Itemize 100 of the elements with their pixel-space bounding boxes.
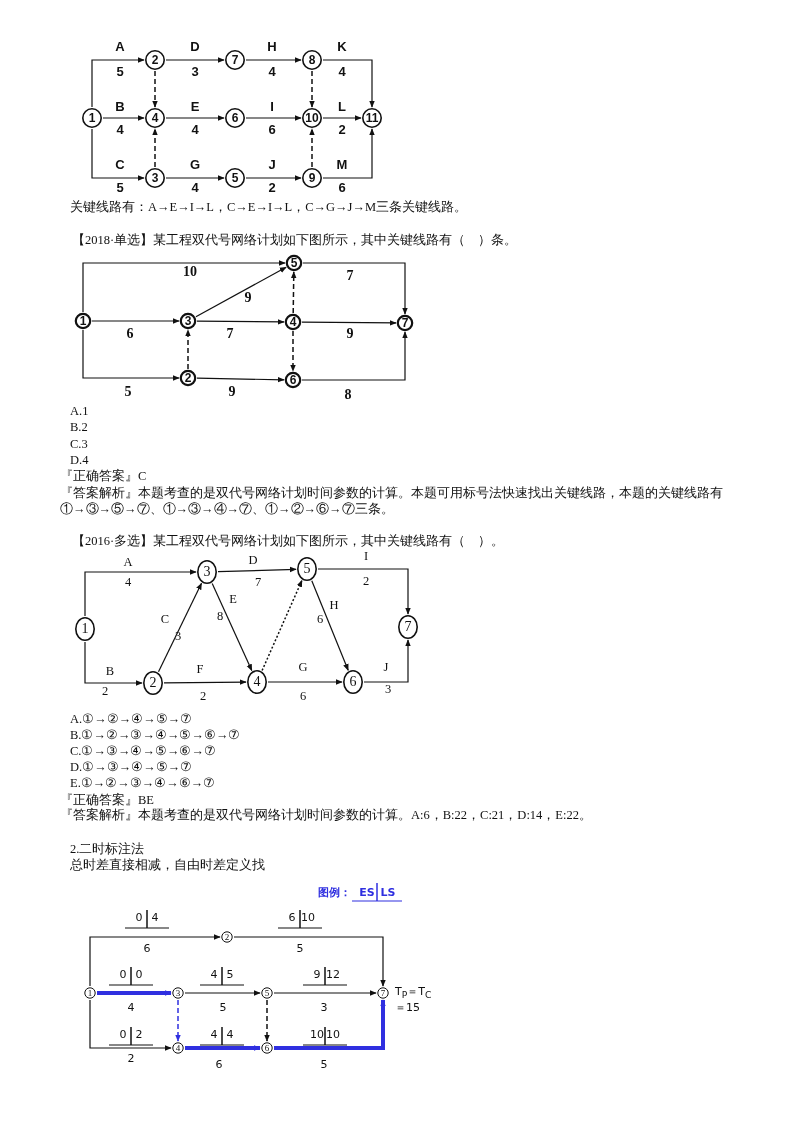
time-value: 4 bbox=[210, 1028, 218, 1042]
edge-label: H bbox=[329, 598, 339, 614]
event-circle: 7 bbox=[225, 50, 245, 70]
edge-label: 9 bbox=[346, 325, 354, 343]
event-circle: 6 bbox=[261, 1042, 273, 1054]
edge-label: 4 bbox=[127, 1001, 135, 1015]
arrow bbox=[91, 318, 180, 324]
edge-label: 5 bbox=[296, 942, 304, 956]
edge-label: 6 bbox=[215, 1058, 223, 1072]
arrow bbox=[217, 566, 297, 573]
text-line: A.①→②→④→⑤→⑦ bbox=[70, 712, 193, 728]
edge-label: 8 bbox=[344, 386, 352, 404]
edge-label: B bbox=[105, 664, 115, 680]
duration-label: 4 bbox=[124, 575, 132, 591]
text-line: 【2016·多选】某工程双代号网络计划如下图所示，其中关键线路有（ ）。 bbox=[72, 534, 505, 550]
arrow bbox=[245, 57, 302, 63]
edge-label: 7 bbox=[226, 325, 234, 343]
arrow bbox=[311, 580, 349, 671]
arrow bbox=[267, 679, 343, 685]
edge-label: E bbox=[229, 592, 237, 608]
arrow bbox=[245, 115, 302, 121]
event-circle: 4 bbox=[172, 1042, 184, 1054]
arrow bbox=[165, 115, 225, 121]
arrow bbox=[261, 579, 303, 672]
event-circle: 2 bbox=[221, 931, 233, 943]
duration-label: 2 bbox=[199, 689, 207, 705]
duration-label: 4 bbox=[116, 121, 124, 139]
event-circle: 7 bbox=[397, 315, 413, 331]
event-circle: 4 bbox=[285, 314, 301, 330]
event-circle: 2 bbox=[145, 50, 165, 70]
text-line: 『正确答案』BE bbox=[60, 793, 154, 808]
event-circle: 3 bbox=[180, 313, 196, 329]
text-line: 『正确答案』C bbox=[60, 469, 147, 485]
event-circle: 7 bbox=[398, 615, 418, 639]
text-line: 2.二时标注法 bbox=[70, 842, 145, 858]
legend-text: ES bbox=[359, 886, 375, 900]
edge-label: A bbox=[115, 38, 125, 56]
duration-label: 3 bbox=[384, 682, 392, 698]
arrow bbox=[301, 331, 408, 381]
arrow bbox=[152, 70, 158, 108]
arrow bbox=[82, 260, 286, 313]
duration-note: T$_{P}$＝T$_{C}$ ＝15 bbox=[395, 985, 433, 1015]
duration-label: 3 bbox=[174, 629, 182, 645]
event-circle: 7 bbox=[377, 987, 389, 999]
arrow bbox=[322, 128, 375, 179]
duration-label: 4 bbox=[338, 63, 346, 81]
time-value: 2 bbox=[135, 1028, 143, 1042]
duration-label: 2 bbox=[338, 121, 346, 139]
event-circle: 4 bbox=[145, 108, 165, 128]
arrow bbox=[195, 266, 287, 318]
duration-label: 7 bbox=[254, 575, 262, 591]
arrow bbox=[185, 329, 191, 370]
arrow bbox=[245, 175, 302, 181]
time-value: 0 bbox=[135, 911, 143, 925]
arrow bbox=[152, 128, 158, 168]
time-value: 0 bbox=[135, 968, 143, 982]
text-line: 【2018·单选】某工程双代号网络计划如下图所示，其中关键线路有（ ）条。 bbox=[72, 233, 518, 249]
arrow bbox=[317, 568, 411, 615]
arrow bbox=[89, 999, 172, 1051]
event-circle: 1 bbox=[75, 617, 95, 641]
duration-label: 8 bbox=[216, 609, 224, 625]
time-value: 4 bbox=[151, 911, 159, 925]
event-circle: 2 bbox=[143, 671, 163, 695]
edge-label: K bbox=[337, 38, 347, 56]
edge-label: 9 bbox=[228, 383, 236, 401]
edge-label: J bbox=[383, 660, 389, 676]
edge-label: 7 bbox=[346, 267, 354, 285]
time-value: 0 bbox=[119, 1028, 127, 1042]
event-circle: 5 bbox=[225, 168, 245, 188]
arrow bbox=[97, 990, 172, 996]
edge-label: M bbox=[336, 156, 348, 174]
duration-label: 4 bbox=[191, 179, 199, 197]
arrow bbox=[273, 990, 377, 996]
event-circle: 10 bbox=[302, 108, 322, 128]
edge-label: 5 bbox=[124, 383, 132, 401]
arrow bbox=[165, 57, 225, 63]
time-value: 12 bbox=[326, 968, 340, 982]
edge-label: 10 bbox=[183, 263, 197, 281]
duration-label: 4 bbox=[191, 121, 199, 139]
text-line: C.3 bbox=[70, 437, 88, 453]
arrow bbox=[211, 582, 253, 672]
edge-label: H bbox=[267, 38, 277, 56]
arrow bbox=[165, 175, 225, 181]
duration-label: 2 bbox=[268, 179, 276, 197]
text-line: 总时差直接相减，自由时差定义找 bbox=[70, 858, 265, 874]
event-circle: 2 bbox=[180, 370, 196, 386]
duration-label: 5 bbox=[116, 179, 124, 197]
edge-label: C bbox=[160, 612, 170, 628]
text-line: D.4 bbox=[70, 453, 89, 469]
duration-label: 6 bbox=[299, 689, 307, 705]
time-value: 10 bbox=[301, 911, 315, 925]
edge-label: C bbox=[115, 156, 125, 174]
edge-label: 6 bbox=[143, 942, 151, 956]
edge-label: 5 bbox=[219, 1001, 227, 1015]
arrow bbox=[274, 999, 386, 1050]
arrow bbox=[301, 320, 397, 326]
duration-label: 6 bbox=[268, 121, 276, 139]
duration-label: 5 bbox=[116, 63, 124, 81]
arrow bbox=[89, 934, 221, 987]
arrow bbox=[322, 59, 375, 108]
